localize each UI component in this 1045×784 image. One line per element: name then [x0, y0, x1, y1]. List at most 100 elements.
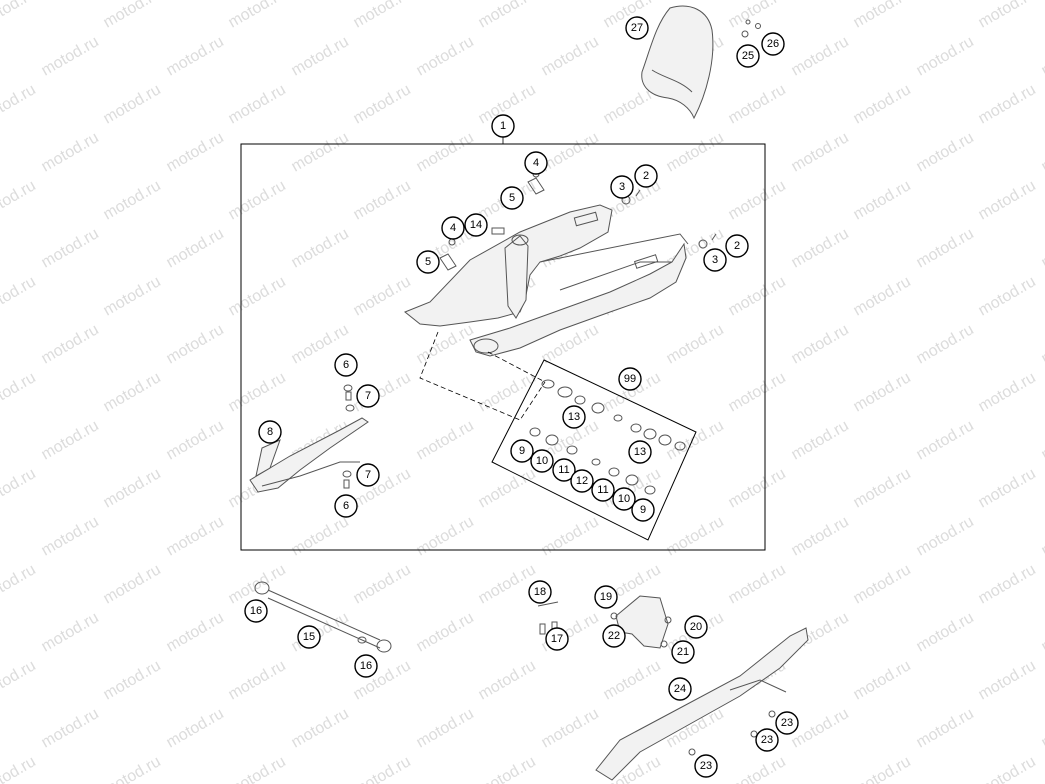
pivot-axis-dash: [487, 351, 546, 383]
part-19-screw: [610, 612, 618, 620]
callout-13-label: 13: [634, 446, 646, 458]
callout-16-label: 16: [250, 605, 262, 617]
callout-5-label: 5: [509, 192, 515, 204]
callout-14-label: 14: [470, 219, 482, 231]
part-1-swingarm: [404, 204, 689, 357]
part-5-clamp: [439, 253, 457, 271]
callout-99: 99: [618, 367, 642, 391]
callout-18-label: 18: [534, 586, 546, 598]
pivot-axis-dash: [419, 331, 546, 421]
callout-23-label: 23: [781, 717, 793, 729]
part-24-chain-guard: [595, 627, 809, 781]
part-21-nut: [660, 640, 668, 648]
callout-19: 19: [594, 585, 618, 609]
part-6-screw: [343, 479, 350, 489]
part-3-bolt: [698, 239, 708, 249]
callout-3-label: 3: [712, 254, 718, 266]
callout-16-label: 16: [360, 660, 372, 672]
callout-26-label: 26: [767, 38, 779, 50]
callout-9-label: 9: [519, 445, 525, 457]
callout-11-label: 11: [558, 464, 569, 476]
part-5-clamp: [527, 177, 545, 195]
callout-4-label: 4: [533, 157, 539, 169]
callout-12-label: 12: [576, 475, 588, 487]
part-8-chain-slider: [249, 417, 369, 493]
callout-25-label: 25: [742, 50, 754, 62]
callout-2: 2: [725, 234, 749, 258]
part-16-nut: [376, 639, 392, 653]
part-7-washer: [342, 470, 352, 478]
callout-2-label: 2: [734, 240, 740, 252]
callout-7-label: 7: [365, 469, 371, 481]
part-27-plate: [641, 5, 714, 120]
part-99-bearing-kit: [491, 359, 697, 541]
callout-5: 5: [500, 186, 524, 210]
part-2-pin: [711, 233, 717, 241]
callout-15: 15: [297, 625, 321, 649]
part-24-detail: [729, 679, 787, 693]
callout-7-label: 7: [365, 390, 371, 402]
callout-23: 23: [694, 754, 718, 778]
callout-10: 10: [530, 449, 554, 473]
callout-4: 4: [441, 216, 465, 240]
callout-5-label: 5: [425, 256, 431, 268]
callout-99-label: 99: [624, 373, 636, 385]
part-7-washer: [345, 404, 355, 412]
callout-20-label: 20: [690, 621, 702, 633]
part-6-screw: [343, 384, 353, 392]
callout-21: 21: [671, 640, 695, 664]
callout-20: 20: [684, 615, 708, 639]
callout-23-label: 23: [700, 760, 712, 772]
callout-27: 27: [625, 16, 649, 40]
callout-4-label: 4: [450, 222, 456, 234]
callout-14: 14: [464, 213, 488, 237]
callout-15-label: 15: [303, 631, 315, 643]
part-15-axle: [267, 597, 381, 649]
callout-11: 11: [591, 478, 615, 502]
callout-10: 10: [612, 487, 636, 511]
callout-23: 23: [775, 711, 799, 735]
part-26-nut: [745, 19, 751, 25]
callout-23-label: 23: [761, 734, 773, 746]
callout-24: 24: [668, 677, 692, 701]
callout-23: 23: [755, 728, 779, 752]
part-15-axle: [267, 589, 381, 641]
callout-22: 22: [602, 624, 626, 648]
part-16-nut: [254, 581, 270, 595]
part-23-screw: [688, 748, 696, 756]
callout-13-label: 13: [568, 411, 580, 423]
callout-17-label: 17: [551, 633, 563, 645]
callout-18: 18: [528, 580, 552, 604]
callout-17: 17: [545, 627, 569, 651]
callout-4: 4: [524, 151, 548, 175]
callout-6: 6: [334, 353, 358, 377]
part-26-nut: [755, 23, 761, 29]
callout-16: 16: [354, 654, 378, 678]
callout-13: 13: [628, 440, 652, 464]
callout-2-label: 2: [643, 170, 649, 182]
callout-6-label: 6: [343, 359, 349, 371]
callout-8-label: 8: [267, 426, 273, 438]
callout-7: 7: [356, 384, 380, 408]
part-23-screw: [768, 710, 776, 718]
part-14-spacer: [491, 227, 505, 235]
callout-12: 12: [570, 469, 594, 493]
callout-9: 9: [510, 439, 534, 463]
part-17-bolt: [539, 623, 546, 635]
callout-3-label: 3: [619, 181, 625, 193]
part-6-screw: [345, 391, 352, 401]
callout-19-label: 19: [600, 591, 612, 603]
callout-13: 13: [562, 405, 586, 429]
callout-9-label: 9: [640, 504, 646, 516]
callout-6: 6: [334, 494, 358, 518]
callout-21-label: 21: [677, 646, 689, 658]
callout-9: 9: [631, 498, 655, 522]
callout-1: 1: [491, 114, 515, 138]
callout-11: 11: [552, 458, 576, 482]
callout-16: 16: [244, 599, 268, 623]
callout-22-label: 22: [608, 630, 620, 642]
